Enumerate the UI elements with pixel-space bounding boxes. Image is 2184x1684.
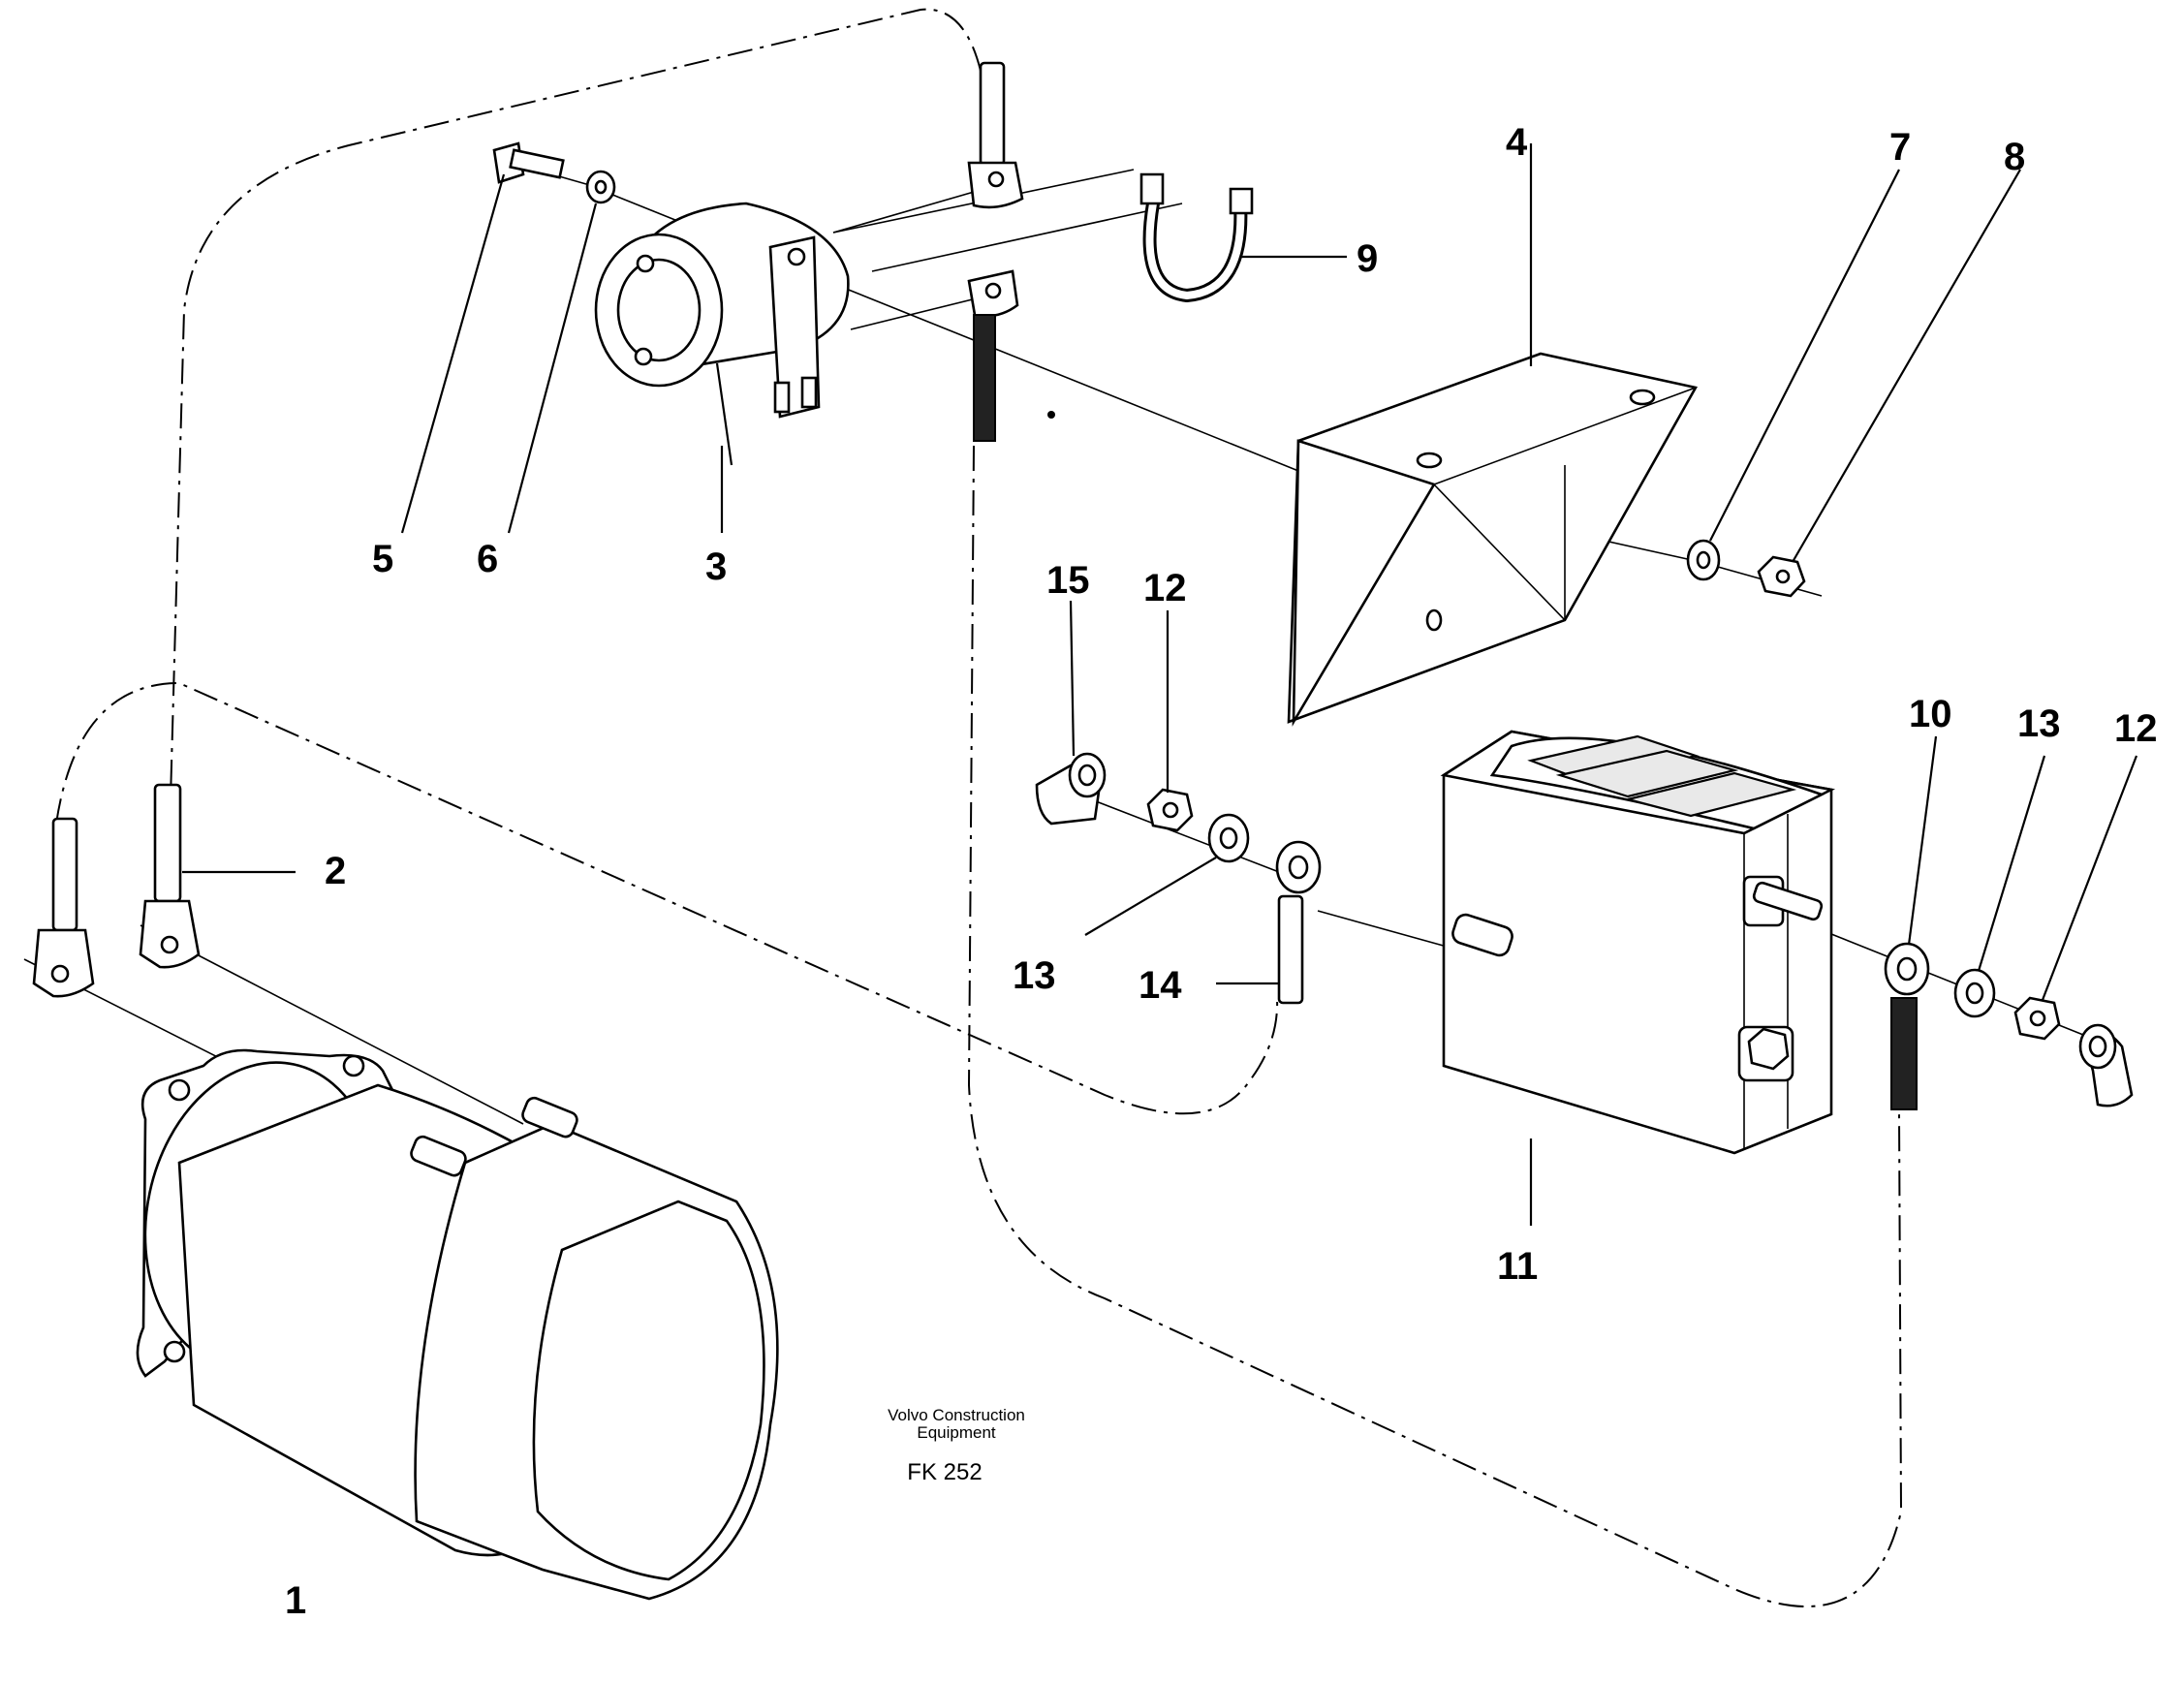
part-15-elbow-fitting [1035,600,1107,826]
part-13-washer-left [1084,813,1250,936]
callout-9: 9 [1357,237,1378,280]
callout-4: 4 [1506,121,1528,164]
callout-12-left: 12 [1143,567,1187,609]
part-2-cable-lugs [32,783,296,998]
part-12-nut-left [1146,610,1194,832]
wiring-routes [55,8,1903,1607]
upper-cable-lugs [967,61,1024,442]
caption: Volvo Construction Equipment FK 252 [888,1406,1025,1485]
part-7-washer [1686,169,1900,581]
caption-brand-line1: Volvo Construction [888,1406,1025,1424]
part-6-washer [507,170,616,534]
callout-7: 7 [1889,126,1911,169]
part-13-washer-right [1953,755,2046,1018]
callout-13-right: 13 [2017,702,2061,745]
callout-10: 10 [1909,693,1952,735]
part-1-motor [136,1048,779,1601]
callout-15: 15 [1046,559,1090,602]
callout-8: 8 [2004,136,2025,178]
part-11-relay-box [1440,730,1836,1226]
callout-12-right: 12 [2114,707,2158,750]
callout-11: 11 [1497,1245,1538,1288]
callout-labels: 1 2 3 4 5 6 7 8 9 10 11 12 12 13 13 14 1… [285,121,2158,1622]
part-4-bracket [1287,143,1698,727]
callout-13-left: 13 [1013,954,1056,997]
caption-brand-line2: Equipment [917,1423,996,1442]
elbow-fitting-right [2078,1023,2134,1107]
caption-figure-code: FK 252 [907,1459,982,1485]
part-5-bolt [400,141,565,534]
callout-6: 6 [477,538,498,580]
part-14-ring-terminal [1216,840,1322,1005]
callout-2: 2 [325,850,346,892]
part-3-solenoid [594,202,850,466]
part-12-nut-right [2013,755,2138,1041]
callout-3: 3 [705,546,727,588]
part-9-wire-loop [1139,172,1347,303]
part-8-nut [1757,169,2021,598]
callout-5: 5 [372,538,393,580]
callout-1: 1 [285,1579,306,1622]
callout-14: 14 [1139,964,1182,1007]
part-10-ring-terminal [1884,735,1938,1110]
